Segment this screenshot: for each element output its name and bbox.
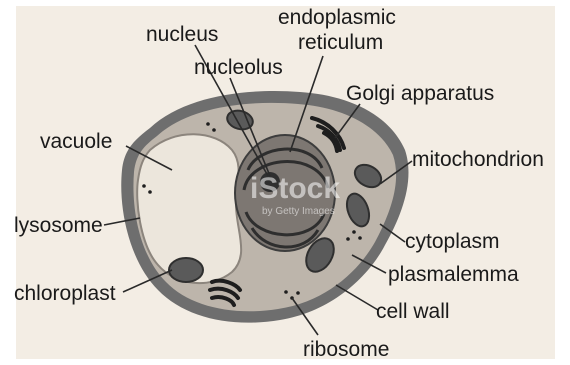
label-golgi-apparatus: Golgi apparatus — [346, 82, 494, 105]
label-cytoplasm: cytoplasm — [405, 230, 500, 253]
label-lysosome: lysosome — [14, 214, 103, 237]
label-cell-wall: cell wall — [376, 300, 450, 323]
label-mitochondrion: mitochondrion — [412, 148, 544, 171]
label-endoplasmic: endoplasmic — [278, 6, 396, 29]
watermark-text: iStock — [250, 172, 340, 205]
label-vacuole: vacuole — [40, 130, 112, 153]
label-ribosome: ribosome — [303, 338, 389, 361]
watermark-subtext: by Getty Images — [262, 206, 335, 217]
label-nucleus: nucleus — [146, 23, 218, 46]
label-reticulum: reticulum — [298, 31, 383, 54]
label-nucleolus: nucleolus — [194, 56, 283, 79]
label-plasmalemma: plasmalemma — [388, 263, 519, 286]
label-chloroplast: chloroplast — [14, 282, 116, 305]
